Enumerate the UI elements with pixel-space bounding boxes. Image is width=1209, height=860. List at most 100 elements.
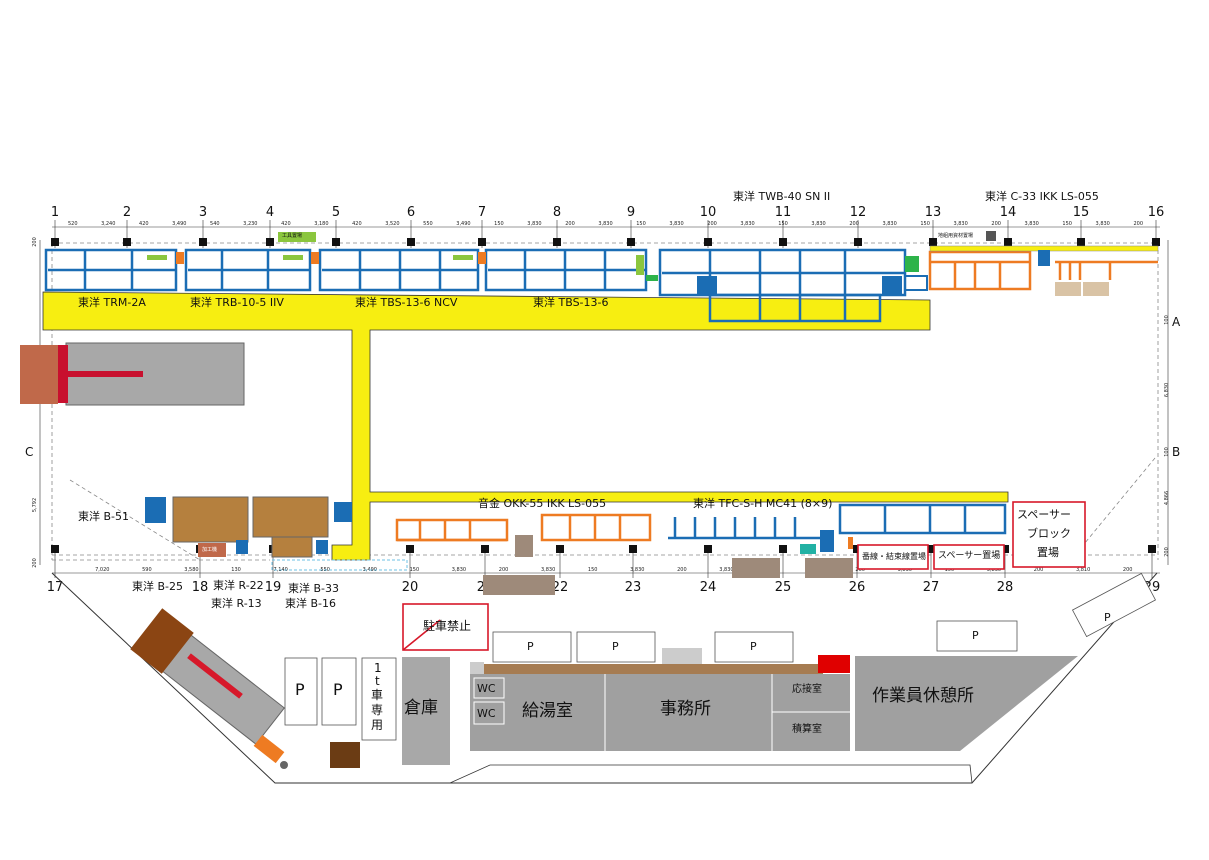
column-post: [51, 545, 59, 553]
side-axis-dimension: 5,792: [32, 498, 38, 512]
top-axis-dimension: 3,830: [527, 221, 541, 227]
label-b-16: 東洋 B-16: [285, 597, 337, 610]
bottom-axis-dimension: 200: [1123, 567, 1133, 573]
office-building: [470, 648, 1078, 751]
parking-4: P: [612, 640, 619, 653]
parking-1: P: [295, 680, 305, 699]
bottom-axis-label: 28: [997, 580, 1014, 595]
top-axis-dimension: 540: [210, 221, 220, 227]
bottom-axis-dimension: 150: [945, 567, 955, 573]
truck-only-3: 車: [371, 688, 384, 702]
column-post: [1077, 238, 1085, 246]
top-axis-dimension: 3,230: [243, 221, 257, 227]
label-kitchen: 給湯室: [522, 701, 573, 721]
parking-spaces: [284, 572, 1157, 741]
top-axis-dimension: 3,830: [882, 221, 896, 227]
label-okk-55: 音金 OKK-55 IKK LS-055: [478, 497, 607, 510]
bottom-axis-dimension: 200: [1034, 567, 1044, 573]
column-post: [779, 238, 787, 246]
bottom-axis-dimension: 3,830: [452, 567, 466, 573]
top-axis-dimension: 420: [139, 221, 149, 227]
parking-5: P: [750, 640, 757, 653]
top-axis-dimension: 550: [423, 221, 433, 227]
column-post: [704, 238, 712, 246]
label-b-33: 東洋 B-33: [288, 582, 340, 595]
spacer-storage-area: [933, 544, 1005, 570]
column-post: [854, 238, 862, 246]
crane-left: [20, 342, 245, 406]
box-teal: [800, 544, 816, 554]
walkways: [42, 291, 1009, 561]
top-axis-label: 15: [1073, 205, 1090, 220]
bottom-axis-dimension: 3,810: [1076, 567, 1090, 573]
top-axis-dimension: 3,830: [1025, 221, 1039, 227]
side-axis-dimension: 6,830: [1164, 383, 1170, 397]
column-post: [199, 238, 207, 246]
truck: [130, 608, 288, 769]
label-r-22: 東洋 R-22: [213, 579, 264, 592]
label-reception: 応接室: [792, 684, 822, 695]
parking-3: P: [527, 640, 534, 653]
top-axis-label: 11: [775, 205, 792, 220]
bottom-axis-dimension: 3,830: [541, 567, 555, 573]
bottom-axis-dimension: 7,020: [95, 567, 109, 573]
bottom-axis-dimension: 150: [588, 567, 598, 573]
top-axis-label: 2: [123, 205, 131, 220]
label-trm-2a: 東洋 TRM-2A: [78, 296, 146, 309]
road-edge: [280, 764, 973, 784]
label-wc-2: WC: [477, 707, 496, 720]
no-parking-area: [402, 603, 489, 651]
top-axis-dimension: 150: [1062, 221, 1072, 227]
column-post: [1001, 545, 1009, 553]
box-blue-mc41: [820, 530, 834, 552]
top-axis-dimension: 3,240: [101, 221, 115, 227]
side-axis-dimension: 100: [1164, 315, 1170, 325]
pallet-bottom-3: [732, 558, 780, 578]
parking-6: P: [972, 629, 979, 642]
machine-line-top: [44, 248, 907, 323]
box-blue-top-right: [1038, 250, 1050, 266]
column-post: [266, 238, 274, 246]
label-rest: 作業員休憩所: [872, 686, 974, 706]
column-post: [406, 545, 414, 553]
bottom-axis-label: 22: [552, 580, 569, 595]
column-post: [704, 545, 712, 553]
axis-b: B: [1172, 445, 1181, 459]
bottom-axis-label: 24: [700, 580, 717, 595]
pallet-1: [1055, 282, 1081, 296]
pallet-bottom-1: [515, 535, 533, 557]
label-small-box: 加工機: [202, 547, 218, 553]
bottom-axis-dimension: 3,830: [898, 567, 912, 573]
top-axis-dimension: 150: [494, 221, 504, 227]
label-spacer-block-3: 置場: [1037, 546, 1059, 559]
column-post: [1148, 545, 1156, 553]
label-trb-10-5: 東洋 TRB-10-5 IIV: [190, 296, 284, 309]
top-axis-label: 8: [553, 205, 561, 220]
side-axis-dimension: 100: [1164, 447, 1170, 457]
column-post: [1004, 238, 1012, 246]
top-axis-label: 1: [51, 205, 59, 220]
pallet-2: [1083, 282, 1109, 296]
machine-twb-40-lower: [708, 293, 882, 323]
label-spacer-block-1: スペーサー: [1017, 508, 1072, 521]
pallet-bottom-2: [483, 575, 555, 595]
top-axis-label: 9: [627, 205, 635, 220]
top-axis-dimension: 3,830: [740, 221, 754, 227]
truck-only-4: 専: [371, 703, 384, 717]
spacer-block-area: [1012, 501, 1086, 568]
label-accounting: 積算室: [792, 724, 822, 735]
truck-only-1: 1: [374, 661, 382, 675]
label-r-13: 東洋 R-13: [211, 597, 262, 610]
label-ground-material: 地組用資材置場: [938, 233, 974, 239]
top-axis-label: 5: [332, 205, 340, 220]
column-post: [927, 545, 935, 553]
bottom-axis-dimension: 3,580: [184, 567, 198, 573]
machine-mc41: [668, 503, 1007, 540]
column-post: [407, 238, 415, 246]
top-axis-label: 4: [266, 205, 274, 220]
top-axis-dimension: 3,490: [172, 221, 186, 227]
label-spacer-area: スペーサー置場: [938, 551, 1001, 561]
column-post: [929, 238, 937, 246]
